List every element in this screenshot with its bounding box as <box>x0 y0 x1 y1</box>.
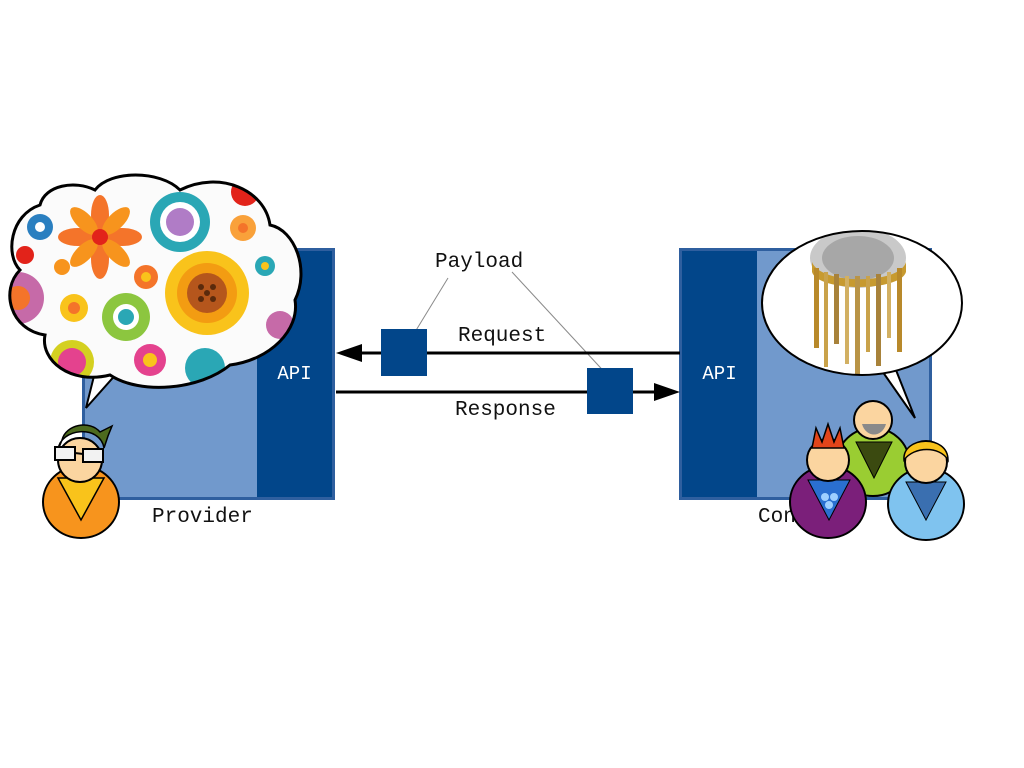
payload-leader-response <box>511 271 611 379</box>
flower-pattern-cloud-icon <box>8 173 303 409</box>
group-of-three-people-icon <box>789 400 965 541</box>
melting-coin-speech-bubble-icon <box>761 230 963 419</box>
provider-label: Provider <box>152 506 253 529</box>
request-label: Request <box>458 325 547 348</box>
response-payload-packet <box>587 368 633 414</box>
provider-api-label: API <box>277 363 312 385</box>
consumer-api-panel: API <box>682 251 757 497</box>
consumer-api-label: API <box>702 363 737 385</box>
request-payload-packet <box>381 329 427 376</box>
person-with-glasses-icon <box>42 424 120 539</box>
payload-label: Payload <box>435 251 524 274</box>
response-label: Response <box>455 399 556 422</box>
